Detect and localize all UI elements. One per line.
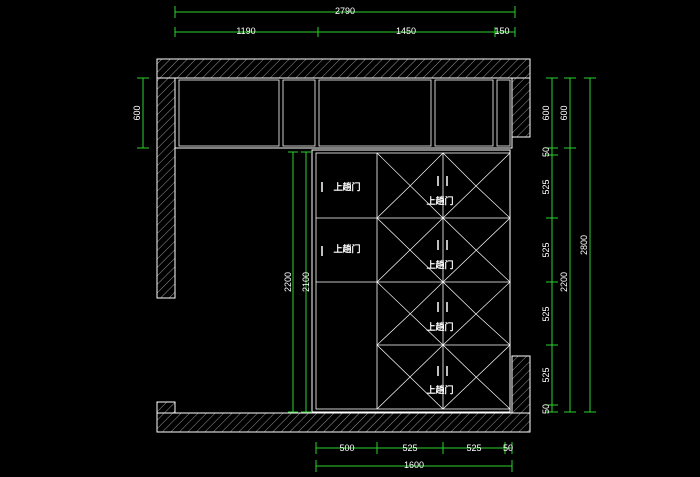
dim-bottom-seg1: 500 [339, 443, 354, 453]
dim-top-overall: 2790 [335, 6, 355, 16]
door-label-6: 上趟门 [426, 384, 453, 396]
dim-right-r1: 600 [541, 105, 551, 120]
upper-cabinets [174, 77, 513, 149]
dim-bottom-seg2: 525 [402, 443, 417, 453]
dim-top-seg2: 1450 [396, 26, 416, 36]
left-dimensions: 600 2200 2100 [132, 77, 311, 413]
dim-left-upper: 600 [132, 105, 142, 120]
dim-left-cab-b: 2100 [301, 272, 311, 292]
right-dimensions: 600 50 525 525 525 525 50 600 2200 2800 [541, 77, 596, 414]
dim-right-overall: 2800 [579, 235, 589, 255]
door-label-4: 上趟门 [426, 259, 453, 271]
dim-right-r2: 50 [541, 147, 551, 157]
walls [156, 58, 531, 433]
dim-top-seg3: 150 [494, 26, 509, 36]
door-label-5: 上趟门 [426, 321, 453, 333]
door-label-1: 上趟门 [333, 181, 360, 193]
dim-right-outer-upper: 600 [559, 105, 569, 120]
dim-right-r4: 525 [541, 242, 551, 257]
top-dimensions: 2790 1190 1450 150 [174, 6, 516, 37]
dim-right-r6: 525 [541, 367, 551, 382]
dim-top-seg1: 1190 [236, 26, 255, 36]
dim-right-r5: 525 [541, 306, 551, 321]
dim-bottom-seg3: 525 [466, 443, 481, 453]
dim-left-cab-a: 2200 [283, 272, 293, 292]
bottom-dimensions: 500 525 525 50 1600 [315, 442, 513, 472]
dim-bottom-overall: 1600 [404, 460, 424, 470]
door-label-2: 上趟门 [426, 195, 453, 207]
dim-right-r7: 50 [541, 404, 551, 414]
dim-bottom-seg4: 50 [503, 443, 513, 453]
door-label-3: 上趟门 [333, 243, 360, 255]
dim-right-r3: 525 [541, 179, 551, 194]
wardrobe: 上趟门 上趟门 上趟门 上趟门 上趟门 上趟门 [311, 149, 511, 413]
dim-right-outer-mid: 2200 [559, 272, 569, 292]
